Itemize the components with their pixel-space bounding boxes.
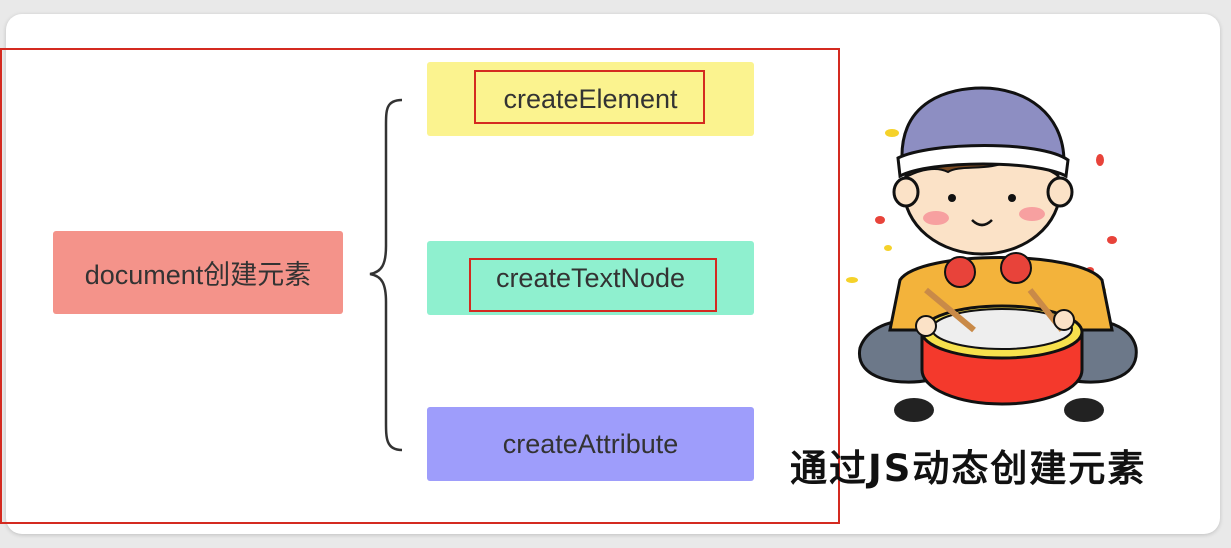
child-node-label: createTextNode xyxy=(495,262,686,293)
illustration-caption: 通过JS动态创建元素 xyxy=(790,447,1147,490)
drummer-boy-illustration xyxy=(846,86,1138,422)
child-node-create-text-node: createTextNode xyxy=(427,241,754,315)
child-node-label: createAttribute xyxy=(502,428,679,459)
root-node-label: document创建元素 xyxy=(84,260,312,290)
curly-brace-icon xyxy=(369,98,403,452)
child-node-label: createElement xyxy=(503,83,678,114)
child-node-create-attribute: createAttribute xyxy=(427,407,754,481)
highlight-box-create-text-node xyxy=(469,258,717,312)
diagram-frame xyxy=(0,48,840,524)
highlight-box-create-element xyxy=(474,70,705,124)
root-node-document: document创建元素 xyxy=(53,231,343,314)
